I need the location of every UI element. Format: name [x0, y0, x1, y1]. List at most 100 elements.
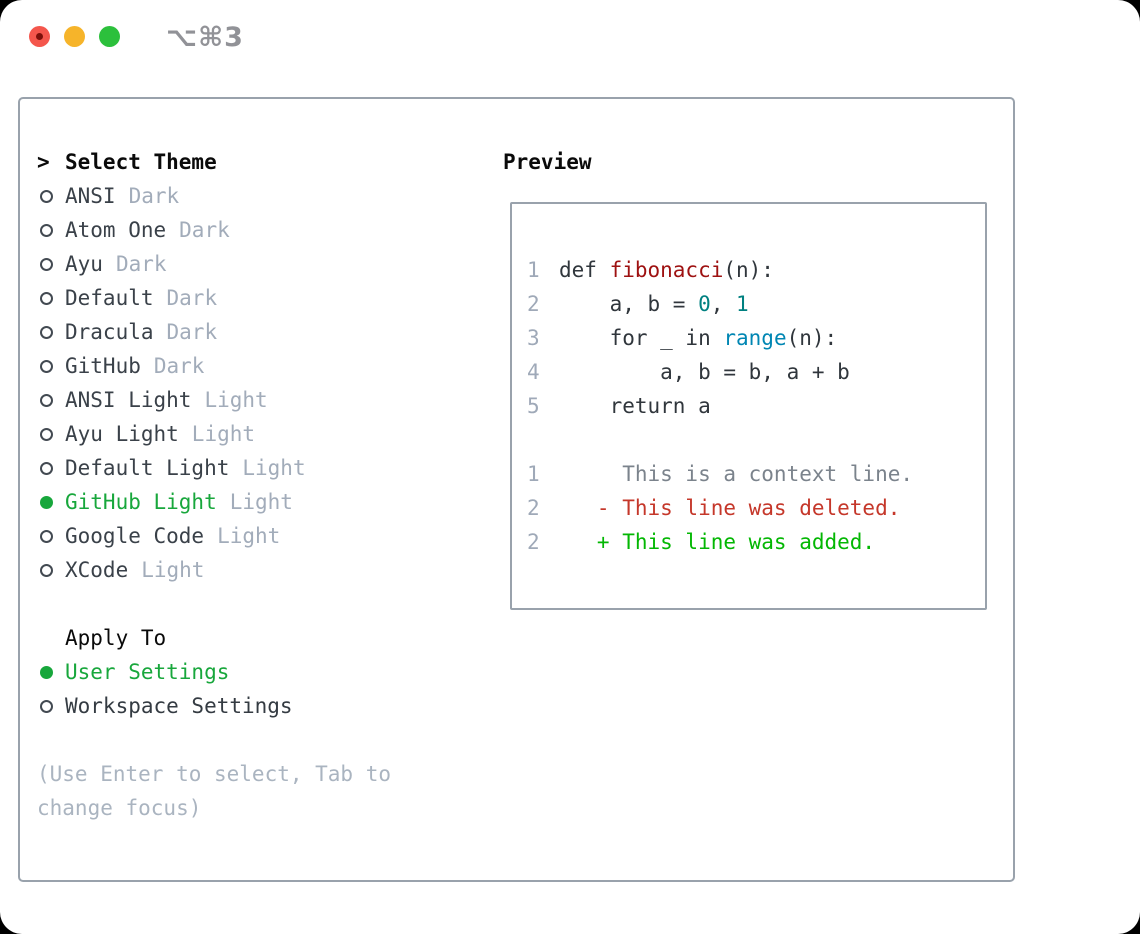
line-number: 2: [527, 496, 540, 520]
theme-option-name: GitHub Light: [65, 490, 217, 514]
apply-to-option[interactable]: Workspace Settings: [37, 689, 391, 723]
radio-icon: [40, 223, 53, 237]
radio-selected-icon: [40, 495, 53, 509]
theme-option[interactable]: Ayu Dark: [37, 247, 391, 281]
unsaved-dot-icon: [36, 33, 43, 40]
line-number: 2: [527, 292, 540, 316]
line-number: 1: [527, 258, 540, 282]
keyboard-hint-line: (Use Enter to select, Tab to: [37, 762, 392, 786]
code-content: for _ in range(n):: [559, 326, 838, 350]
code-content: - This line was deleted.: [559, 496, 901, 520]
radio-icon: [40, 325, 53, 339]
code-content: a, b = b, a + b: [559, 360, 850, 384]
apply-to-indent: [37, 621, 65, 655]
theme-option[interactable]: Atom One Dark: [37, 213, 391, 247]
spacer: [37, 723, 391, 757]
theme-option-name: Ayu: [65, 252, 103, 276]
preview-title: Preview: [503, 150, 592, 174]
radio-icon: [40, 291, 53, 305]
apply-to-option-label: Workspace Settings: [65, 694, 293, 718]
radio-selected-icon: [40, 665, 53, 679]
theme-option-variant: Dark: [166, 320, 218, 344]
line-number: 2: [527, 530, 540, 554]
radio-icon: [40, 359, 53, 373]
code-line: 2 a, b = 0, 1: [527, 287, 985, 321]
theme-option[interactable]: Default Dark: [37, 281, 391, 315]
theme-option-name: XCode: [65, 558, 129, 582]
line-number: [527, 423, 559, 457]
picker-header-row: > Select Theme: [37, 145, 391, 179]
theme-option[interactable]: GitHub Light Light: [37, 485, 391, 519]
theme-option-variant: Light: [229, 490, 293, 514]
theme-option[interactable]: Default Light Light: [37, 451, 391, 485]
theme-option-name: GitHub: [65, 354, 141, 378]
maximize-button[interactable]: [99, 26, 120, 47]
keyboard-hint-line: change focus): [37, 796, 202, 820]
theme-option-variant: Light: [191, 422, 256, 446]
theme-option-name: Default Light: [65, 456, 230, 480]
prompt-marker: >: [37, 150, 50, 174]
code-line: 3 for _ in range(n):: [527, 321, 985, 355]
theme-option-variant: Light: [204, 388, 268, 412]
theme-option-name: ANSI: [65, 184, 116, 208]
theme-option-name: Atom One: [65, 218, 167, 242]
radio-icon: [40, 189, 53, 203]
window-shortcut-label: ⌥⌘3: [166, 22, 244, 53]
code-line: 1 def fibonacci(n):: [527, 253, 985, 287]
code-line: 4 a, b = b, a + b: [527, 355, 985, 389]
radio-icon: [40, 461, 53, 475]
spacer: [37, 587, 391, 621]
theme-option[interactable]: Ayu Light Light: [37, 417, 391, 451]
picker-title: Select Theme: [65, 150, 217, 174]
theme-option-variant: Dark: [115, 252, 167, 276]
radio-icon: [40, 529, 53, 543]
theme-option[interactable]: GitHub Dark: [37, 349, 391, 383]
close-button[interactable]: [29, 26, 50, 47]
theme-option-variant: Light: [141, 558, 205, 582]
line-number: 4: [527, 360, 540, 384]
code-line: [527, 423, 985, 457]
theme-option-name: Default: [65, 286, 154, 310]
code-content: This is a context line.: [559, 462, 914, 486]
theme-option-variant: Light: [242, 456, 306, 480]
theme-option[interactable]: Dracula Dark: [37, 315, 391, 349]
keyboard-hint: (Use Enter to select, Tab to change focus…: [37, 757, 391, 825]
titlebar: ⌥⌘3: [0, 0, 1140, 97]
theme-option-variant: Light: [217, 524, 281, 548]
theme-option-name: Dracula: [65, 320, 154, 344]
code-content: return a: [559, 394, 711, 418]
code-line: 5 return a: [527, 389, 985, 423]
theme-option-variant: Dark: [153, 354, 205, 378]
code-content: def fibonacci(n):: [559, 258, 774, 282]
theme-option-name: Google Code: [65, 524, 205, 548]
traffic-lights: [29, 26, 120, 47]
minimize-button[interactable]: [64, 26, 85, 47]
line-number: 3: [527, 326, 540, 350]
theme-option-name: ANSI Light: [65, 388, 192, 412]
radio-icon: [40, 257, 53, 271]
theme-option[interactable]: ANSI Dark: [37, 179, 391, 213]
theme-option[interactable]: XCode Light: [37, 553, 391, 587]
apply-to-option[interactable]: User Settings: [37, 655, 391, 689]
radio-icon: [40, 427, 53, 441]
line-number: 1: [527, 462, 540, 486]
radio-icon: [40, 563, 53, 577]
theme-option-name: Ayu Light: [65, 422, 179, 446]
theme-option[interactable]: Google Code Light: [37, 519, 391, 553]
apply-to-header-row: Apply To: [37, 621, 391, 655]
code-content: + This line was added.: [559, 530, 876, 554]
code-content: a, b = 0, 1: [559, 292, 749, 316]
theme-option-variant: Dark: [166, 286, 218, 310]
theme-option-variant: Dark: [179, 218, 230, 242]
line-number: 5: [527, 394, 540, 418]
theme-option-variant: Dark: [128, 184, 180, 208]
apply-to-title: Apply To: [65, 626, 167, 650]
apply-to-option-label: User Settings: [65, 660, 230, 684]
theme-option[interactable]: ANSI Light Light: [37, 383, 391, 417]
